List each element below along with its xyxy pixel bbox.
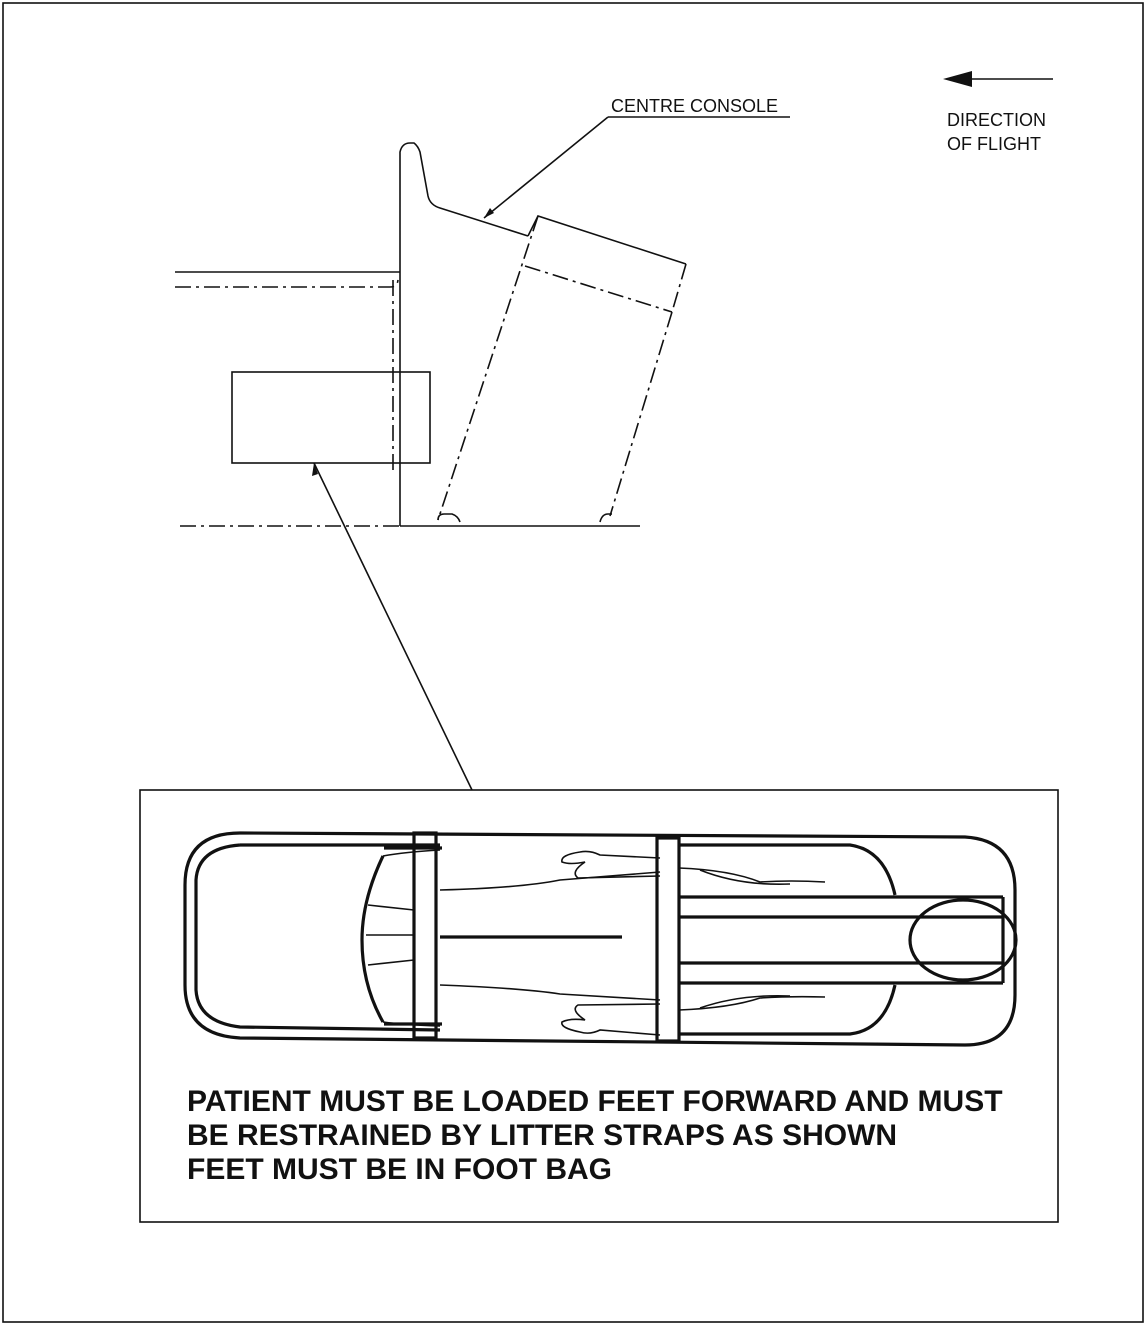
detail-box	[139, 789, 1059, 1223]
note-line-1: PATIENT MUST BE LOADED FEET FORWARD AND …	[187, 1085, 1003, 1118]
left-arrow-icon	[943, 71, 1053, 87]
note-line-2: BE RESTRAINED BY LITTER STRAPS AS SHOWN	[187, 1119, 897, 1152]
note-line-3: FEET MUST BE IN FOOT BAG	[187, 1153, 612, 1186]
direction-label-line1: DIRECTION	[947, 110, 1046, 130]
direction-label-line2: OF FLIGHT	[947, 134, 1041, 154]
detail-leader-line	[312, 462, 473, 791]
console-elevation	[175, 142, 687, 527]
centre-console-label: CENTRE CONSOLE	[611, 96, 778, 116]
litter-with-patient	[183, 831, 1018, 1047]
litter-location-box	[231, 371, 431, 464]
centre-console-callout	[483, 116, 790, 219]
